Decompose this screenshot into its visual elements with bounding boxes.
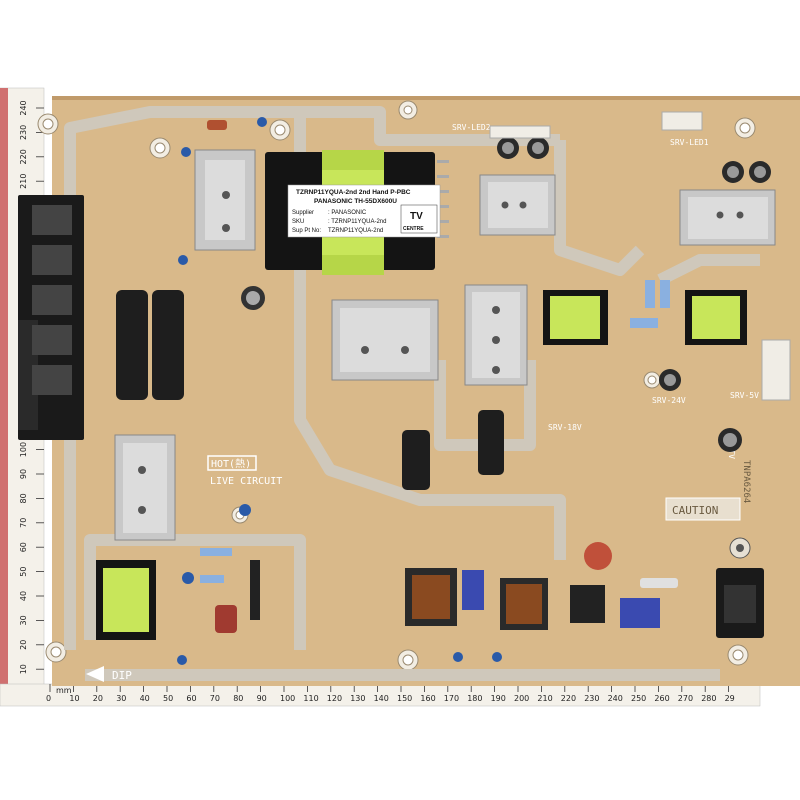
h-ruler-label: 0 <box>46 694 51 703</box>
capacitors <box>116 137 771 490</box>
mounting-holes <box>37 100 756 671</box>
h-ruler-label: 180 <box>467 694 482 703</box>
circuit-board: HOT(熱) LIVE CIRCUIT DIP CAUTION TNPA6264… <box>18 96 800 686</box>
dip-label: DIP <box>112 669 132 682</box>
h-ruler-label: 90 <box>257 694 267 703</box>
srv-18v-label: SRV-18V <box>548 423 582 432</box>
v-ruler-label: 240 <box>19 100 28 115</box>
srv-5v-label: SRV-5V <box>730 391 759 400</box>
h-ruler-label: 250 <box>631 694 646 703</box>
h-ruler-label: 60 <box>186 694 196 703</box>
v-ruler-label: 60 <box>19 542 28 552</box>
sticker-sup-pt-value: TZRNP11YQUA-2nd <box>328 228 383 234</box>
h-ruler-label: 20 <box>93 694 103 703</box>
h-ruler-label: 80 <box>233 694 243 703</box>
v-ruler-label: 210 <box>19 174 28 189</box>
board-code-label: TNPA6264 <box>741 460 751 503</box>
h-ruler-label: 10 <box>69 694 79 703</box>
srv-led2-label: SRV-LED2 <box>452 123 491 132</box>
h-ruler-label: 230 <box>584 694 599 703</box>
caution-label: CAUTION <box>672 504 718 517</box>
v-ruler-label: 80 <box>19 493 28 503</box>
sticker-sup-pt-label: Sup Pt No: <box>292 228 321 234</box>
sticker-sku-label: SKU <box>292 219 304 225</box>
sticker-supplier-label: Supplier <box>292 210 314 216</box>
v-ruler-label: 30 <box>19 615 28 625</box>
h-ruler-label: 280 <box>701 694 716 703</box>
h-ruler-label: 160 <box>420 694 435 703</box>
h-ruler-label: 50 <box>163 694 173 703</box>
line-chokes <box>405 568 660 630</box>
hot-label: HOT(熱) <box>211 457 251 470</box>
h-ruler-label: 120 <box>327 694 342 703</box>
h-ruler-label: 270 <box>678 694 693 703</box>
h-ruler-label: 40 <box>140 694 150 703</box>
v-ruler-label: 230 <box>19 125 28 140</box>
h-ruler-label: 140 <box>374 694 389 703</box>
h-ruler-label: 29 <box>725 694 735 703</box>
small-components <box>177 117 678 665</box>
sticker-line2: PANASONIC TH-55DX600U <box>314 198 397 205</box>
ac-inlet-connector <box>716 537 764 638</box>
srv-24v-label: SRV-24V <box>652 396 686 405</box>
h-ruler-label: 200 <box>514 694 529 703</box>
v-ruler-label: 10 <box>19 664 28 674</box>
h-ruler-label: 240 <box>608 694 623 703</box>
v-ruler-label: 220 <box>19 149 28 164</box>
srv-led1-label: SRV-LED1 <box>670 138 709 147</box>
v-ruler-label: 40 <box>19 591 28 601</box>
h-ruler-label: 100 <box>280 694 295 703</box>
h-ruler-label: 190 <box>491 694 506 703</box>
v-ruler-label: 90 <box>19 469 28 479</box>
heatsinks <box>114 149 776 541</box>
h-ruler-label: 170 <box>444 694 459 703</box>
h-ruler-label: 110 <box>303 694 318 703</box>
h-ruler-label: 30 <box>116 694 126 703</box>
h-ruler-label: 210 <box>537 694 552 703</box>
h-ruler-label: 220 <box>561 694 576 703</box>
left-connector <box>18 195 84 440</box>
h-ruler-label: 130 <box>350 694 365 703</box>
dip-arrow-icon <box>86 666 104 682</box>
v-ruler-label: 70 <box>19 518 28 528</box>
sticker-logo-tv: TV <box>410 211 423 222</box>
ruler-unit-label: mm <box>56 686 72 695</box>
v-ruler-label: 100 <box>19 442 28 457</box>
header-connectors <box>489 111 791 401</box>
h-ruler-label: 70 <box>210 694 220 703</box>
product-sticker: TZRNP11YQUA-2nd 2nd Hand P-PBC PANASONIC… <box>287 184 441 238</box>
live-circuit-label: LIVE CIRCUIT <box>210 476 282 487</box>
sticker-supplier-value: : PANASONIC <box>328 210 367 216</box>
h-ruler-label: 150 <box>397 694 412 703</box>
sticker-sku-value: : TZRNP11YQUA-2nd <box>328 219 386 225</box>
v-ruler-label: 50 <box>19 567 28 577</box>
h-ruler-label: 260 <box>654 694 669 703</box>
silkscreen-text: HOT(熱) LIVE CIRCUIT DIP CAUTION TNPA6264… <box>86 123 759 682</box>
coils <box>96 290 747 640</box>
sticker-logo-centre: CENTRE <box>403 226 424 232</box>
horizontal-ruler: 0 10 20 30 40 50 60 70 80 90 100 110 120 130 140 150 160… <box>0 683 761 707</box>
sticker-line1: TZRNP11YQUA-2nd 2nd Hand P-PBC <box>296 189 411 196</box>
v-ruler-label: 20 <box>19 640 28 650</box>
